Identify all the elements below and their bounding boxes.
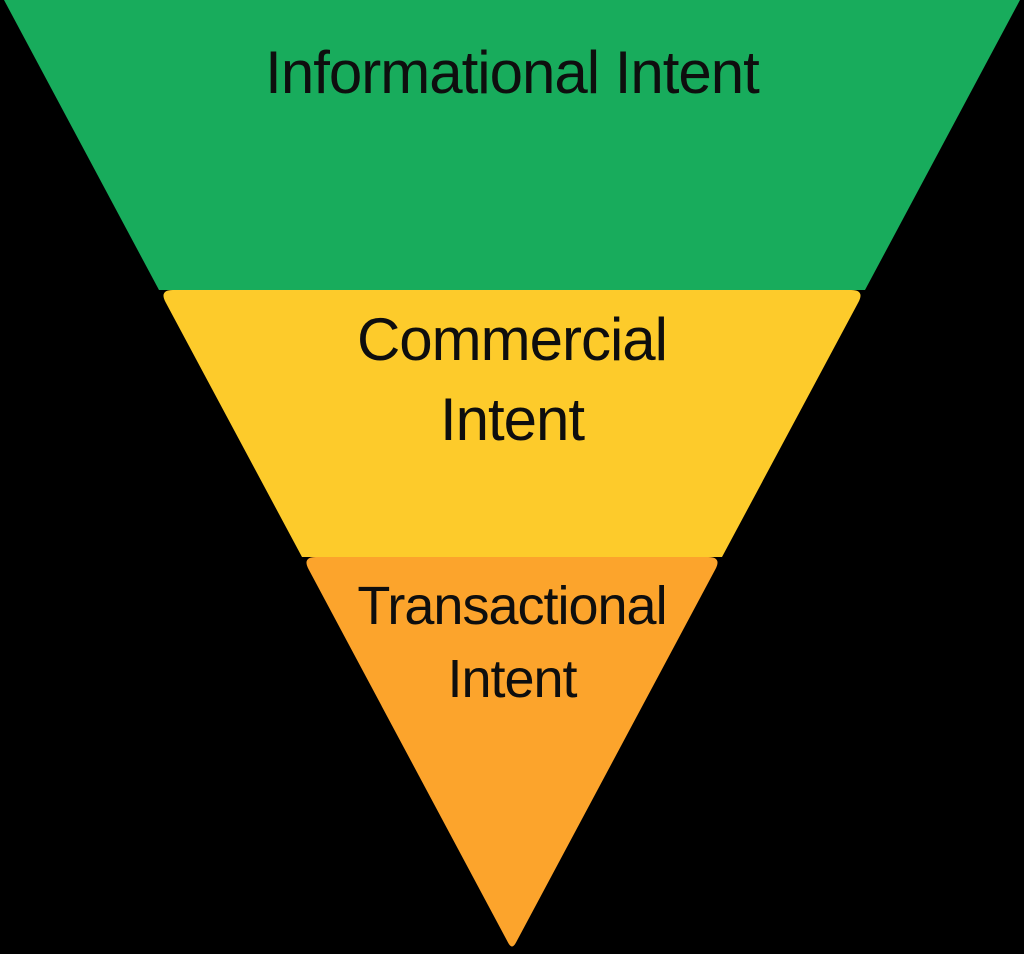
tier-commercial-shape (163, 290, 861, 557)
tier-transactional-shape (306, 557, 718, 947)
tier-informational-shape (4, 0, 1020, 290)
